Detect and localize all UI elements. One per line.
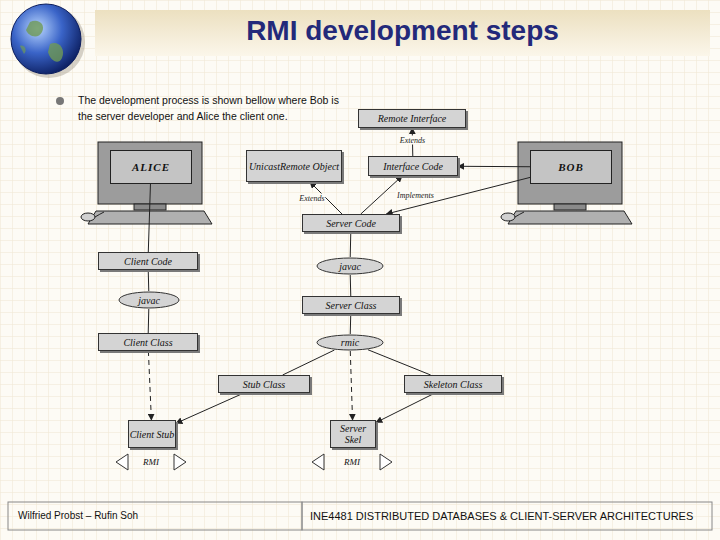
- footer-course: INE4481 DISTRIBUTED DATABASES & CLIENT-S…: [310, 509, 710, 523]
- node-text: Interface Code: [383, 161, 443, 172]
- globe-icon: [11, 4, 85, 78]
- node-text: Skeleton Class: [424, 379, 483, 390]
- node-text: rmic: [341, 337, 359, 348]
- code-box: Interface Code: [368, 156, 458, 176]
- class-box: Client Class: [98, 333, 198, 351]
- node-text: Server Class: [326, 300, 377, 311]
- footer-frames: [8, 502, 712, 530]
- interface-box: Remote Interface: [358, 109, 466, 128]
- connector-line: [368, 350, 431, 375]
- node-text: Stub Class: [243, 379, 286, 390]
- node-text: Remote Interface: [378, 113, 447, 124]
- connector-line: [148, 309, 150, 333]
- alice-computer: [81, 142, 212, 224]
- edge-label: Extends: [399, 136, 426, 145]
- developer-screen: BOB: [530, 150, 612, 184]
- edge-label: Implements: [396, 191, 435, 200]
- compiler-ellipse: rmic: [316, 334, 384, 351]
- rmi-arrow-symbols: [116, 454, 392, 470]
- connector-line: [376, 393, 435, 423]
- node-text: Client Class: [123, 337, 172, 348]
- node-text: javac: [138, 295, 160, 306]
- connector-line: [148, 351, 151, 420]
- footer-authors: Wilfried Probst – Rufin Soh: [18, 509, 298, 523]
- node-text: Client Code: [124, 256, 172, 267]
- class-box: Stub Class: [218, 375, 310, 393]
- protocol-label: RMI: [130, 455, 172, 469]
- compiler-ellipse: javac: [316, 257, 384, 275]
- node-text: BOB: [558, 162, 584, 173]
- class-box: UnicastRemote Object: [246, 150, 342, 182]
- bob-computer: [501, 142, 632, 224]
- connector-line: [350, 351, 352, 420]
- connector-line: [148, 184, 150, 252]
- connector-line: [283, 350, 335, 375]
- slide-title: RMI development steps: [95, 14, 710, 48]
- class-box: Server Class: [302, 296, 400, 314]
- edge-label: Extends: [298, 194, 325, 203]
- skeleton-box: Server Skel: [330, 420, 376, 448]
- connector-line: [148, 270, 150, 291]
- bullet-dot: [56, 97, 64, 105]
- connector-line: [458, 166, 530, 167]
- connector-line: [350, 275, 352, 296]
- code-box: Client Code: [98, 252, 198, 270]
- class-box: Skeleton Class: [404, 375, 502, 393]
- connector-line: [350, 232, 352, 257]
- code-box: Server Code: [302, 214, 400, 232]
- bullet-text: The development process is shown bellow …: [78, 92, 350, 124]
- protocol-label: RMI: [331, 455, 373, 469]
- node-text: Server Code: [326, 218, 376, 229]
- node-text: javac: [339, 261, 361, 272]
- title-band: [95, 10, 710, 56]
- compiler-ellipse: javac: [118, 291, 180, 309]
- connector-line: [386, 177, 530, 214]
- stub-box: Client Stub: [128, 420, 176, 448]
- node-text: Server Skel: [331, 423, 375, 445]
- connector-line: [176, 393, 244, 423]
- node-text: UnicastRemote Object: [249, 161, 339, 172]
- developer-screen: ALICE: [110, 150, 192, 184]
- connector-line: [350, 314, 352, 334]
- node-text: Client Stub: [130, 429, 175, 440]
- node-text: ALICE: [132, 162, 170, 173]
